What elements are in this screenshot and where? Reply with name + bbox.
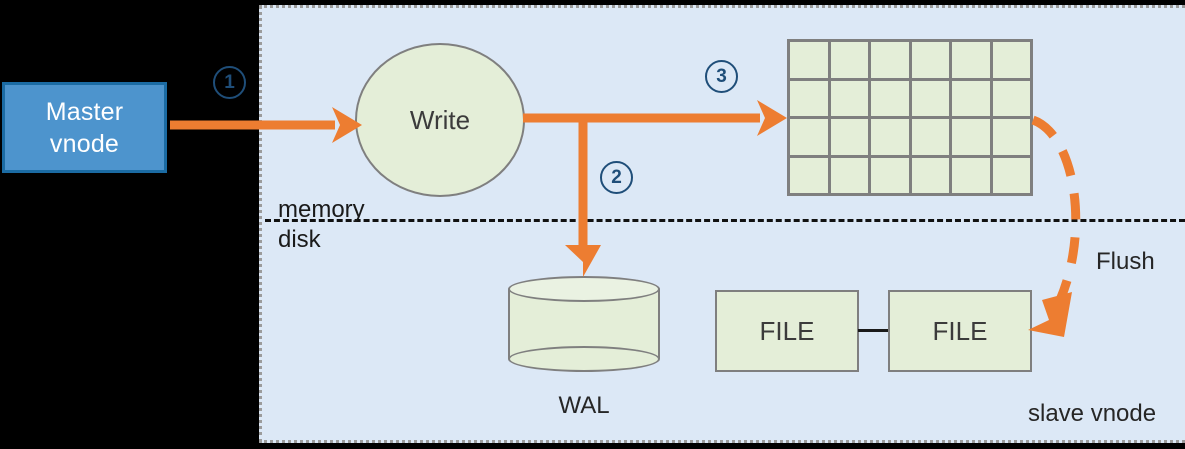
memtable-cell	[911, 119, 949, 155]
memtable-cell	[790, 80, 828, 116]
slave-vnode-label: slave vnode	[1028, 400, 1157, 427]
memtable-cell	[871, 42, 909, 78]
wal-cylinder-top	[508, 276, 660, 302]
memtable-cell	[790, 42, 828, 78]
memtable-cell	[790, 119, 828, 155]
file-box-2[interactable]: FILE	[888, 290, 1032, 372]
flush-label: Flush	[1096, 248, 1155, 275]
memtable-cell	[830, 42, 868, 78]
memtable-cell	[992, 157, 1030, 193]
file-connector-line	[858, 329, 889, 332]
memtable-cell	[830, 157, 868, 193]
file-box-2-label: FILE	[932, 315, 988, 346]
wal-cylinder[interactable]	[508, 276, 660, 372]
memtable-grid[interactable]	[787, 39, 1033, 196]
memtable-cell	[952, 80, 990, 116]
memtable-cell	[992, 42, 1030, 78]
disk-label: disk	[278, 226, 321, 253]
step-circle-1: 1	[213, 66, 246, 99]
memtable-cell	[992, 80, 1030, 116]
memtable-cell	[992, 119, 1030, 155]
step-3-label: 3	[716, 65, 727, 87]
file-box-1-label: FILE	[759, 315, 815, 346]
memtable-cell	[952, 119, 990, 155]
wal-cylinder-bottom	[508, 346, 660, 372]
memtable-cell	[911, 157, 949, 193]
memtable-cell	[790, 157, 828, 193]
memtable-cell	[871, 80, 909, 116]
memtable-cell	[830, 80, 868, 116]
write-node[interactable]: Write	[355, 43, 525, 197]
step-circle-2: 2	[600, 161, 633, 194]
memtable-cell	[830, 119, 868, 155]
memtable-cell	[871, 119, 909, 155]
master-vnode-label-line2: vnode	[49, 129, 120, 158]
step-1-label: 1	[224, 71, 235, 93]
memory-disk-divider	[265, 219, 1185, 222]
wal-label: WAL	[558, 392, 610, 419]
file-box-1[interactable]: FILE	[715, 290, 859, 372]
step-circle-3: 3	[705, 60, 738, 93]
master-vnode-box[interactable]: Master vnode	[2, 82, 167, 173]
memtable-cell	[952, 157, 990, 193]
memtable-cell	[871, 157, 909, 193]
memtable-cell	[911, 80, 949, 116]
step-2-label: 2	[611, 166, 622, 188]
write-node-label: Write	[409, 104, 471, 135]
memory-label: memory	[278, 196, 365, 223]
master-vnode-label-line1: Master	[45, 97, 124, 126]
memtable-cell	[952, 42, 990, 78]
memtable-cell	[911, 42, 949, 78]
